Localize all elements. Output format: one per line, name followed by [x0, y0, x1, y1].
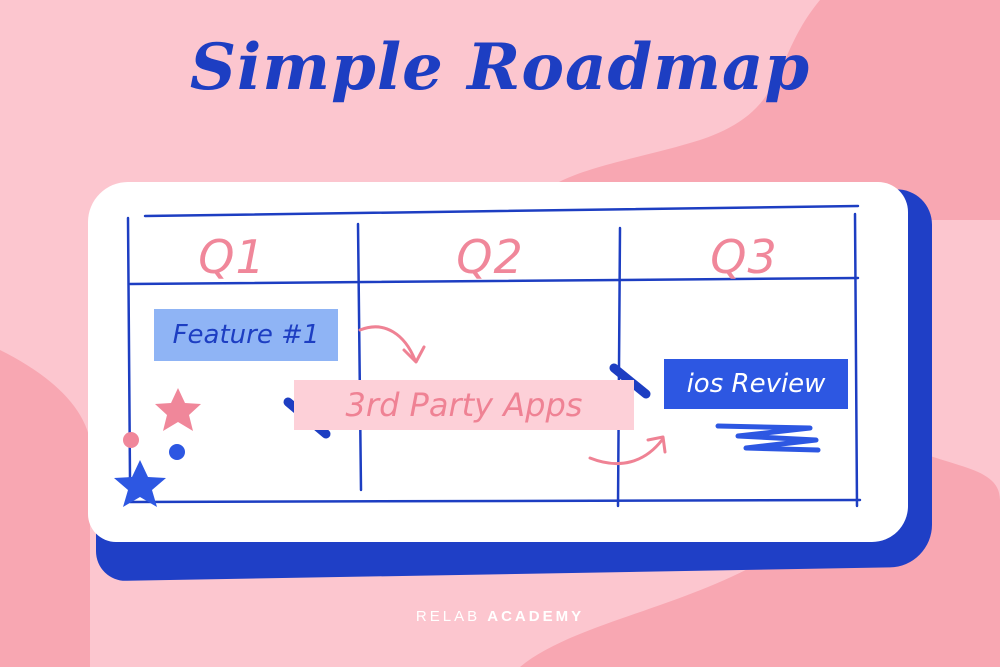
grid-line-col1 — [356, 222, 363, 492]
dot-icon — [123, 432, 139, 448]
dot-icon — [169, 444, 185, 460]
task-3rd-party-apps-label: 3rd Party Apps — [345, 386, 583, 424]
star-icon — [114, 460, 166, 507]
quarter-header-q1: Q1 — [198, 230, 266, 284]
quarter-header-q3: Q3 — [710, 230, 778, 284]
grid-line-bottom — [128, 498, 862, 504]
arrow-icon — [402, 345, 426, 364]
arrow-icon — [646, 435, 667, 454]
arrow-icon — [358, 325, 417, 362]
task-ios-review-label: ios Review — [686, 369, 826, 399]
footer-brand: RELAB ACADEMY — [0, 608, 1000, 625]
page-title: Simple Roadmap — [189, 30, 811, 105]
arrow-icon — [588, 438, 664, 466]
grid-line-right — [853, 212, 859, 508]
task-feature-1: Feature #1 — [154, 309, 338, 361]
footer-brand-part1: RELAB — [415, 608, 481, 625]
task-3rd-party-apps: 3rd Party Apps — [294, 380, 634, 430]
grid-line-header — [128, 276, 860, 286]
task-feature-1-label: Feature #1 — [172, 320, 320, 350]
footer-brand-part2: ACADEMY — [487, 608, 585, 625]
star-icon — [155, 388, 201, 431]
quarter-header-q2: Q2 — [456, 230, 524, 284]
scribble-icon — [715, 423, 821, 453]
background-blob-right — [520, 0, 1000, 220]
background-blob-bottom — [0, 350, 92, 667]
task-ios-review: ios Review — [664, 359, 848, 409]
grid-line-top — [143, 204, 860, 218]
